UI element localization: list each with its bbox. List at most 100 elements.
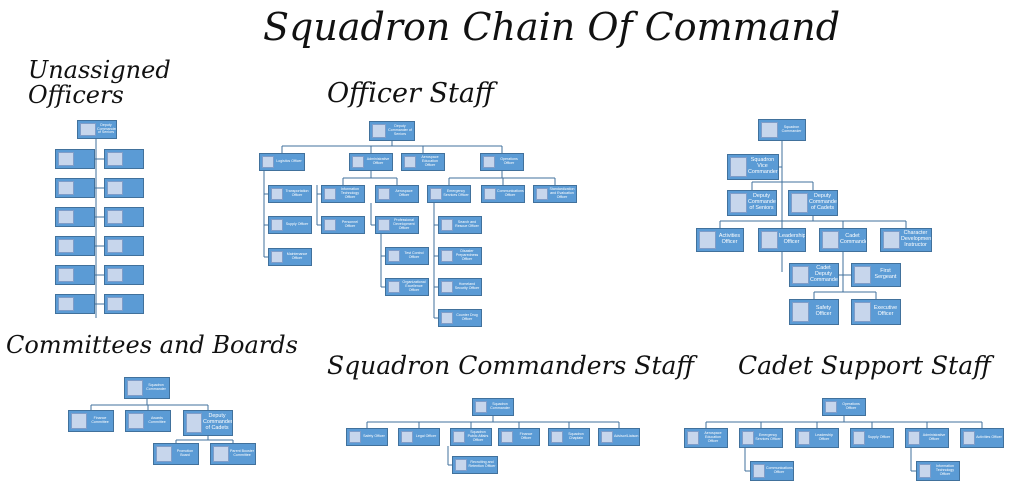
- org-box-label: Squadron Commander: [490, 402, 510, 410]
- org-box-personnel: Personnel Officer: [321, 216, 365, 234]
- org-box-leadership: Leadership Officer: [758, 228, 806, 252]
- org-box-staff-commander: Squadron Commander: [472, 398, 514, 416]
- org-box-label: Counter Drug Officer: [456, 313, 478, 321]
- image-placeholder: [761, 122, 778, 138]
- org-box-activities: Activities Officer: [696, 228, 744, 252]
- image-placeholder: [475, 401, 487, 413]
- image-placeholder: [127, 380, 143, 396]
- org-box-support-admin: Administrative Officer: [905, 428, 949, 448]
- org-box-label: Emergency Services Officer: [443, 189, 469, 197]
- section-title-cadet-support: Cadet Support Staff: [738, 351, 991, 380]
- org-box-org-excellence: Organizational Excellence Officer: [385, 278, 429, 296]
- org-box-label: Leadership Officer: [779, 233, 806, 245]
- image-placeholder: [388, 250, 400, 262]
- org-box-communications: Communications Officer: [481, 185, 525, 203]
- org-box-label: Finance Committee: [91, 416, 109, 424]
- org-box-executive: Executive Officer: [851, 299, 901, 325]
- org-box-label: Administrative Officer: [366, 157, 390, 165]
- org-box-committee-commander: Squadron Commander: [124, 377, 170, 399]
- org-box-label: Squadron Public Affairs Officer: [467, 430, 489, 442]
- image-placeholder: [58, 268, 74, 282]
- org-box-label: Activities Officer: [976, 435, 1002, 440]
- image-placeholder: [388, 281, 400, 293]
- org-box-test-control: Test Control Officer: [385, 247, 429, 265]
- org-box-dep-cadets: Deputy Commander of Cadets: [788, 190, 838, 216]
- org-box-unassigned-right-3: [104, 207, 144, 227]
- org-box-committee-dep-cadets: Deputy Commander of Cadets: [183, 410, 233, 436]
- org-box-counter-drug: Counter Drug Officer: [438, 309, 482, 327]
- image-placeholder: [792, 302, 809, 322]
- org-box-label: Executive Officer: [873, 305, 898, 317]
- org-box-label: Disaster Preparedness Officer: [455, 249, 479, 261]
- image-placeholder: [107, 268, 123, 282]
- image-placeholder: [372, 124, 386, 138]
- org-box-label: Deputy Commander of Seniors: [748, 193, 777, 211]
- image-placeholder: [271, 251, 283, 263]
- org-box-label: Operations Officer: [842, 402, 860, 410]
- image-placeholder: [58, 210, 74, 224]
- image-placeholder: [441, 219, 453, 231]
- image-placeholder: [798, 431, 810, 445]
- org-box-search-rescue: Search and Rescue Officer: [438, 216, 482, 234]
- image-placeholder: [825, 401, 837, 413]
- org-box-awards-committee: Awards Committee: [125, 410, 171, 432]
- image-placeholder: [349, 431, 361, 443]
- org-box-label: Aerospace Officer: [395, 189, 413, 197]
- section-title-officer-staff: Officer Staff: [327, 78, 495, 109]
- image-placeholder: [58, 239, 74, 253]
- org-box-cadet-commander: Cadet Commander: [819, 228, 867, 252]
- image-placeholder: [699, 231, 716, 249]
- image-placeholder: [687, 431, 699, 445]
- image-placeholder: [551, 431, 563, 443]
- image-placeholder: [455, 459, 467, 471]
- org-box-label: Emergency Services Officer: [755, 433, 781, 441]
- org-box-prof-dev: Professional Development Officer: [375, 216, 419, 234]
- org-box-support-director: Operations Officer: [822, 398, 866, 416]
- org-box-aerospace-education: Aerospace Education Officer: [401, 153, 445, 171]
- org-box-transportation: Transportation Officer: [268, 185, 312, 203]
- org-box-unassigned-right-6: [104, 294, 144, 314]
- org-box-staff-finance: Finance Officer: [498, 428, 540, 446]
- image-placeholder: [107, 239, 123, 253]
- image-placeholder: [107, 181, 123, 195]
- image-placeholder: [441, 250, 453, 262]
- image-placeholder: [854, 302, 871, 322]
- org-box-label: Test Control Officer: [404, 251, 424, 259]
- org-box-emergency-services: Emergency Services Officer: [427, 185, 471, 203]
- org-box-first-sergeant: First Sergeant: [851, 263, 901, 287]
- org-box-label: Communications Officer: [766, 466, 793, 474]
- org-box-unassigned-left-5: [55, 265, 95, 285]
- org-box-staff-safety: Safety Officer: [346, 428, 388, 446]
- image-placeholder: [271, 219, 283, 231]
- image-placeholder: [791, 193, 808, 213]
- org-box-unassigned-left-1: [55, 149, 95, 169]
- org-box-promotion-board: Promotion Board: [153, 443, 199, 465]
- org-box-label: Search and Rescue Officer: [455, 220, 479, 228]
- org-box-label: Parent Booster Committee: [230, 449, 254, 457]
- org-box-finance-committee: Finance Committee: [68, 410, 114, 432]
- org-box-safety: Safety Officer: [789, 299, 839, 325]
- org-box-label: Legal Officer: [415, 434, 437, 439]
- org-box-label: Activities Officer: [718, 233, 741, 245]
- org-box-unassigned-right-2: [104, 178, 144, 198]
- org-box-label: Personnel Officer: [341, 220, 359, 228]
- image-placeholder: [441, 312, 453, 324]
- org-box-label: Homeland Security Officer: [454, 282, 480, 290]
- org-box-support-activities: Activities Officer: [960, 428, 1004, 448]
- org-box-label: Squadron Commander: [146, 383, 166, 391]
- org-box-stan-eval: Standardization and Evaluation Officer: [533, 185, 577, 203]
- org-box-info-tech: Information Technology Officer: [321, 185, 365, 203]
- image-placeholder: [883, 231, 900, 249]
- org-box-label: Safety Officer: [363, 434, 385, 439]
- org-box-staff-legal: Legal Officer: [398, 428, 440, 446]
- org-box-operations: Operations Officer: [480, 153, 524, 171]
- org-box-character-dev: Character Development Instructor: [880, 228, 932, 252]
- image-placeholder: [501, 431, 513, 443]
- org-box-unassigned-left-3: [55, 207, 95, 227]
- org-box-squadron-commander: Squadron Commander: [758, 119, 806, 141]
- image-placeholder: [401, 431, 413, 443]
- org-box-label: Information Technology Officer: [935, 464, 955, 476]
- org-box-unassigned-deputy: Deputy Commander of Seniors: [77, 120, 117, 139]
